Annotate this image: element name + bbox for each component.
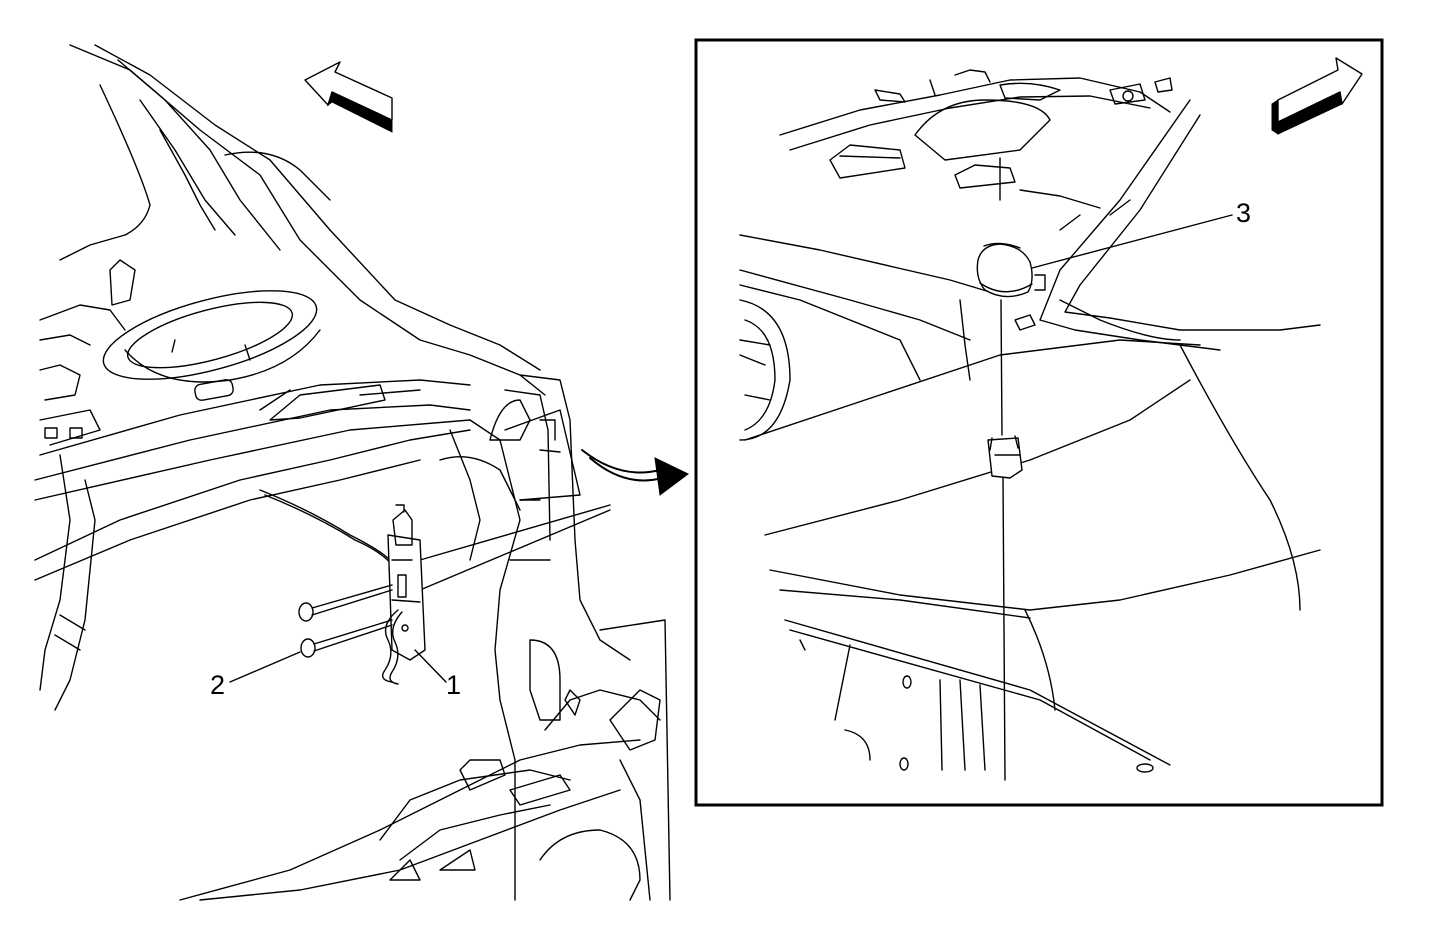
forward-direction-arrow-icon [1271, 57, 1363, 135]
callout-3: 3 [1031, 198, 1251, 269]
overview-illustration: 1 2 [34, 44, 689, 901]
detail-view-frame [694, 38, 1384, 807]
callout-label-1: 1 [446, 670, 461, 700]
curved-detail-arrow-icon [581, 449, 689, 496]
callout-2: 2 [210, 651, 301, 700]
bolt-fastener-pair [298, 584, 393, 658]
forward-direction-arrow-icon [304, 61, 393, 133]
grommet-component [976, 157, 1033, 781]
sensor-bracket-component [382, 504, 426, 685]
callout-1: 1 [414, 649, 461, 700]
callout-label-2: 2 [210, 670, 225, 700]
detail-view-panel: 3 [694, 38, 1384, 807]
callout-label-3: 3 [1236, 198, 1251, 228]
